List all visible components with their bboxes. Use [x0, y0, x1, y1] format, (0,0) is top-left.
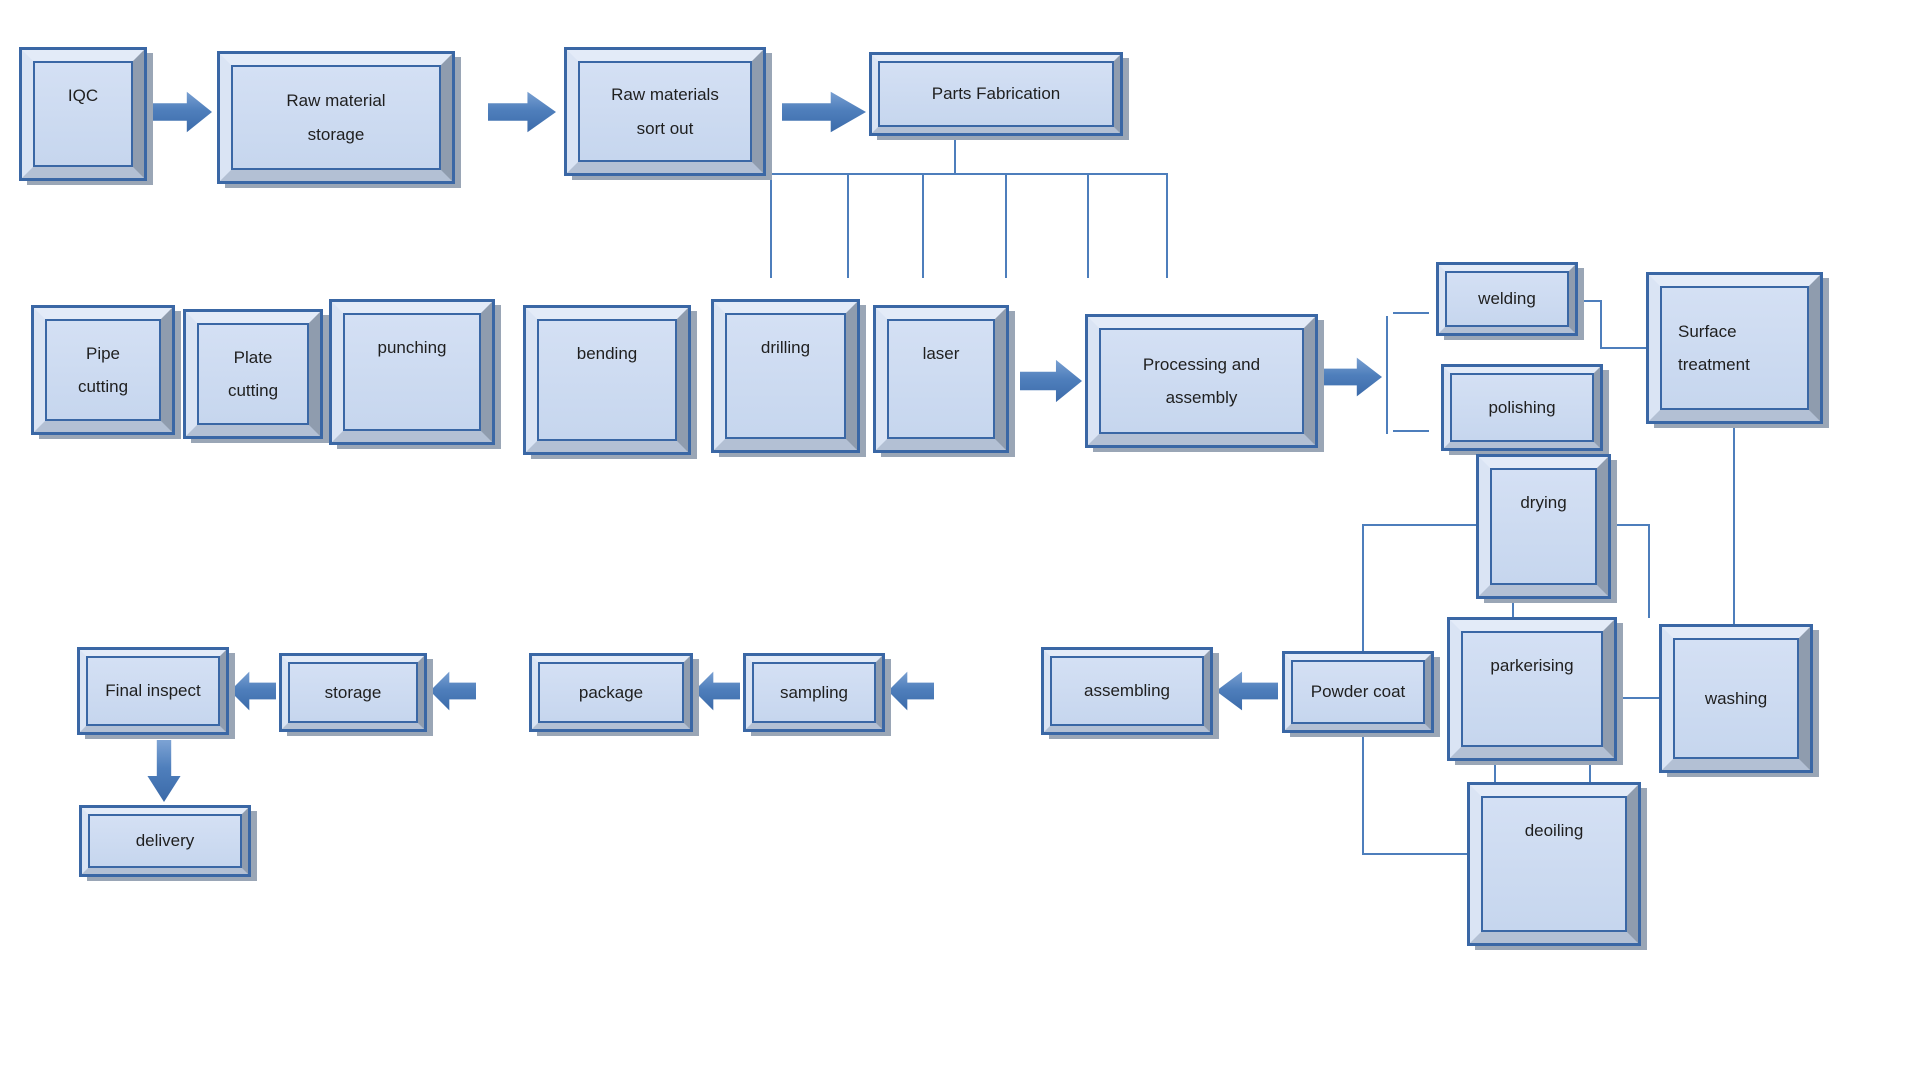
flow-arrow-left [230, 671, 276, 711]
node-label: Pipe cutting [77, 343, 129, 396]
node-label: Parts Fabrication [931, 84, 1061, 104]
node-punching: punching [329, 299, 495, 445]
connector-line [847, 173, 849, 278]
connector-line [1610, 524, 1650, 526]
connector-line [1005, 173, 1007, 278]
node-label: deoiling [1524, 821, 1584, 840]
node-raw-materials-sort-out: Raw materials sort out [564, 47, 766, 176]
node-label: IQC [67, 86, 99, 105]
flow-arrow-right [488, 91, 556, 133]
flow-arrow-right [782, 91, 866, 133]
connector-line [1577, 300, 1602, 302]
node-storage: storage [279, 653, 427, 732]
connector-line [954, 135, 956, 175]
flow-arrow-left [430, 671, 476, 711]
node-label: package [578, 682, 644, 702]
node-parts-fabrication: Parts Fabrication [869, 52, 1123, 136]
node-label: parkerising [1490, 656, 1574, 675]
node-delivery: delivery [79, 805, 251, 877]
flow-arrow-left [694, 671, 740, 711]
node-label: Powder coat [1310, 682, 1406, 702]
connector-line [1494, 760, 1496, 783]
node-label: Surface treatment [1678, 321, 1750, 374]
connector-line [1616, 697, 1660, 699]
node-washing: washing [1659, 624, 1813, 773]
node-label: laser [922, 344, 960, 363]
connector-line [1362, 524, 1477, 526]
node-label: sampling [779, 682, 849, 702]
node-label: delivery [135, 831, 195, 851]
node-deoiling: deoiling [1467, 782, 1641, 946]
node-label: Processing and assembly [1142, 354, 1261, 407]
connector-line [1648, 524, 1650, 618]
flow-arrow-right [152, 91, 212, 133]
connector-line [1393, 312, 1429, 314]
node-plate-cutting: Plate cutting [183, 309, 323, 439]
node-label: assembling [1084, 681, 1170, 701]
node-iqc: IQC [19, 47, 147, 181]
node-label: drying [1520, 493, 1567, 512]
node-sampling: sampling [743, 653, 885, 732]
connector-line [1362, 732, 1364, 855]
node-processing-and-assembly: Processing and assembly [1085, 314, 1318, 448]
flow-arrow-left [1216, 671, 1278, 711]
connector-line [1600, 300, 1602, 349]
node-label: Raw material storage [286, 91, 386, 144]
node-label: Final inspect [105, 681, 201, 701]
node-label: bending [576, 344, 638, 363]
node-welding: welding [1436, 262, 1578, 336]
node-assembling: assembling [1041, 647, 1213, 735]
flow-arrow-down [147, 740, 181, 802]
flow-arrow-right [1020, 359, 1082, 403]
node-package: package [529, 653, 693, 732]
connector-line [1362, 853, 1468, 855]
node-label: washing [1704, 688, 1768, 708]
node-label: welding [1478, 289, 1536, 309]
flow-arrow-left [888, 671, 934, 711]
node-label: storage [324, 682, 382, 702]
connector-line [1733, 423, 1735, 625]
connector-line [1600, 347, 1647, 349]
connector-line [1512, 598, 1514, 620]
connector-line [1393, 430, 1429, 432]
node-final-inspect: Final inspect [77, 647, 229, 735]
node-polishing: polishing [1441, 364, 1603, 451]
node-bending: bending [523, 305, 691, 455]
node-raw-material-storage: Raw material storage [217, 51, 455, 184]
node-powder-coat: Powder coat [1282, 651, 1434, 733]
connector-line [922, 173, 924, 278]
connector-line [770, 173, 772, 278]
connector-line [765, 173, 1168, 175]
connector-line [1087, 173, 1089, 278]
node-laser: laser [873, 305, 1009, 453]
connector-line [1362, 524, 1364, 652]
node-surface-treatment: Surface treatment [1646, 272, 1823, 424]
node-drilling: drilling [711, 299, 860, 453]
node-label: polishing [1488, 397, 1556, 417]
connector-line [1589, 760, 1591, 783]
flow-arrow-right [1322, 357, 1382, 397]
connector-line [1386, 316, 1388, 434]
node-drying: drying [1476, 454, 1611, 599]
node-label: drilling [760, 338, 811, 357]
node-pipe-cutting: Pipe cutting [31, 305, 175, 435]
node-label: Raw materials sort out [611, 85, 719, 138]
node-parkerising: parkerising [1447, 617, 1617, 761]
connector-line [1166, 173, 1168, 278]
node-label: punching [377, 338, 447, 357]
node-label: Plate cutting [227, 347, 279, 400]
